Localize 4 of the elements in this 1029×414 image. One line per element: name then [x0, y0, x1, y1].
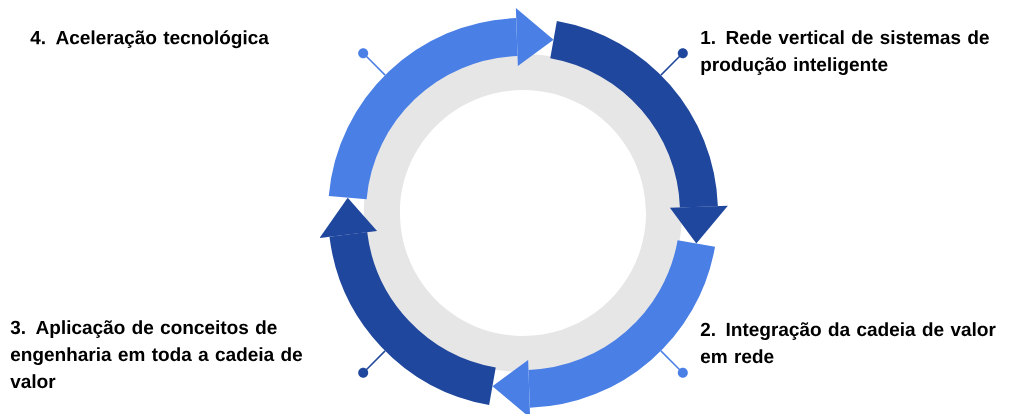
step-label: 2. Integração da cadeia de valor em rede — [700, 322, 996, 364]
step-label: 1. Rede vertical de sistemas de produção inteligente — [701, 30, 989, 75]
step-label: 3. Aplicação de conceitos de engenharia em toda a cadeia de valor — [10, 320, 302, 389]
step-label: 4. Aceleração tecnológica — [30, 30, 269, 49]
